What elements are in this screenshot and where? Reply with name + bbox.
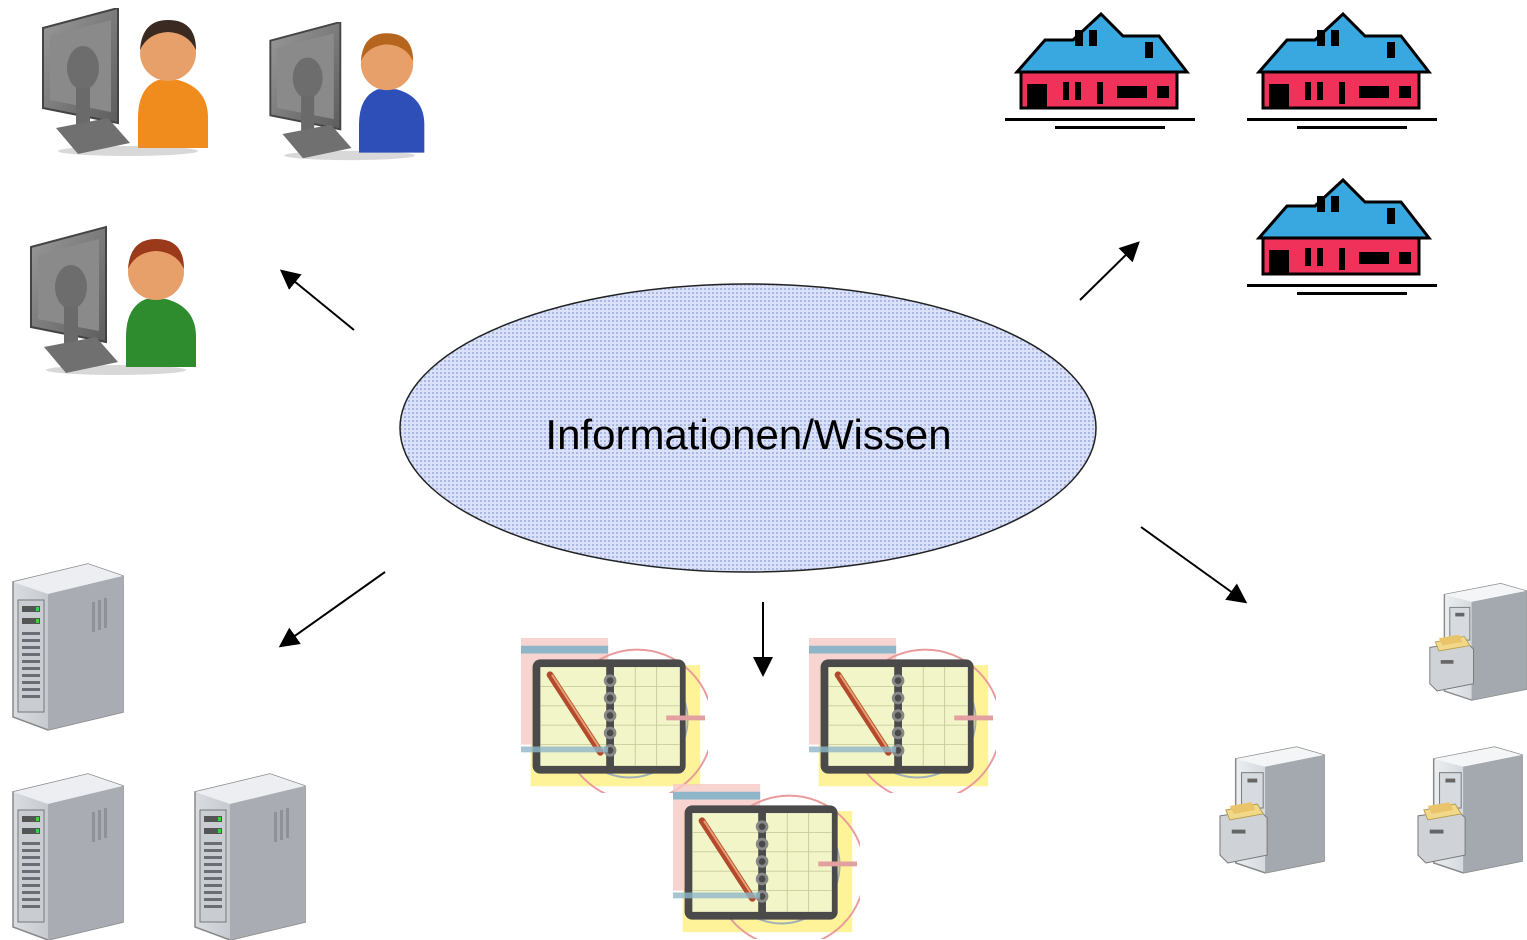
arrow-to-houses [1079, 241, 1140, 301]
day-planner-icon [809, 638, 1001, 801]
house-icon [1004, 12, 1196, 131]
file-cabinet-icon [1417, 746, 1523, 874]
file-cabinet-icon [1429, 582, 1527, 701]
users-group [29, 8, 425, 377]
houses-group [1004, 12, 1438, 297]
servers-group [12, 563, 306, 940]
file-cabinets-group [1219, 582, 1527, 874]
center-ellipse [399, 283, 1097, 573]
arrow-to-users [279, 269, 355, 331]
day-planner-icon [673, 784, 865, 940]
server-tower-icon [194, 773, 306, 940]
house-icon [1246, 12, 1438, 131]
server-tower-icon [12, 563, 124, 731]
user-at-computer-icon [42, 8, 208, 157]
day-planner-icon [521, 638, 713, 801]
organizers-group [521, 638, 1001, 940]
arrow-to-cabinets [1140, 526, 1248, 604]
user-at-computer-icon [269, 22, 425, 162]
file-cabinet-icon [1219, 746, 1325, 874]
connector-arrows [278, 241, 1248, 677]
arrow-to-servers [278, 571, 386, 648]
user-at-computer-icon [29, 225, 196, 377]
house-icon [1246, 178, 1438, 297]
server-tower-icon [12, 773, 124, 940]
